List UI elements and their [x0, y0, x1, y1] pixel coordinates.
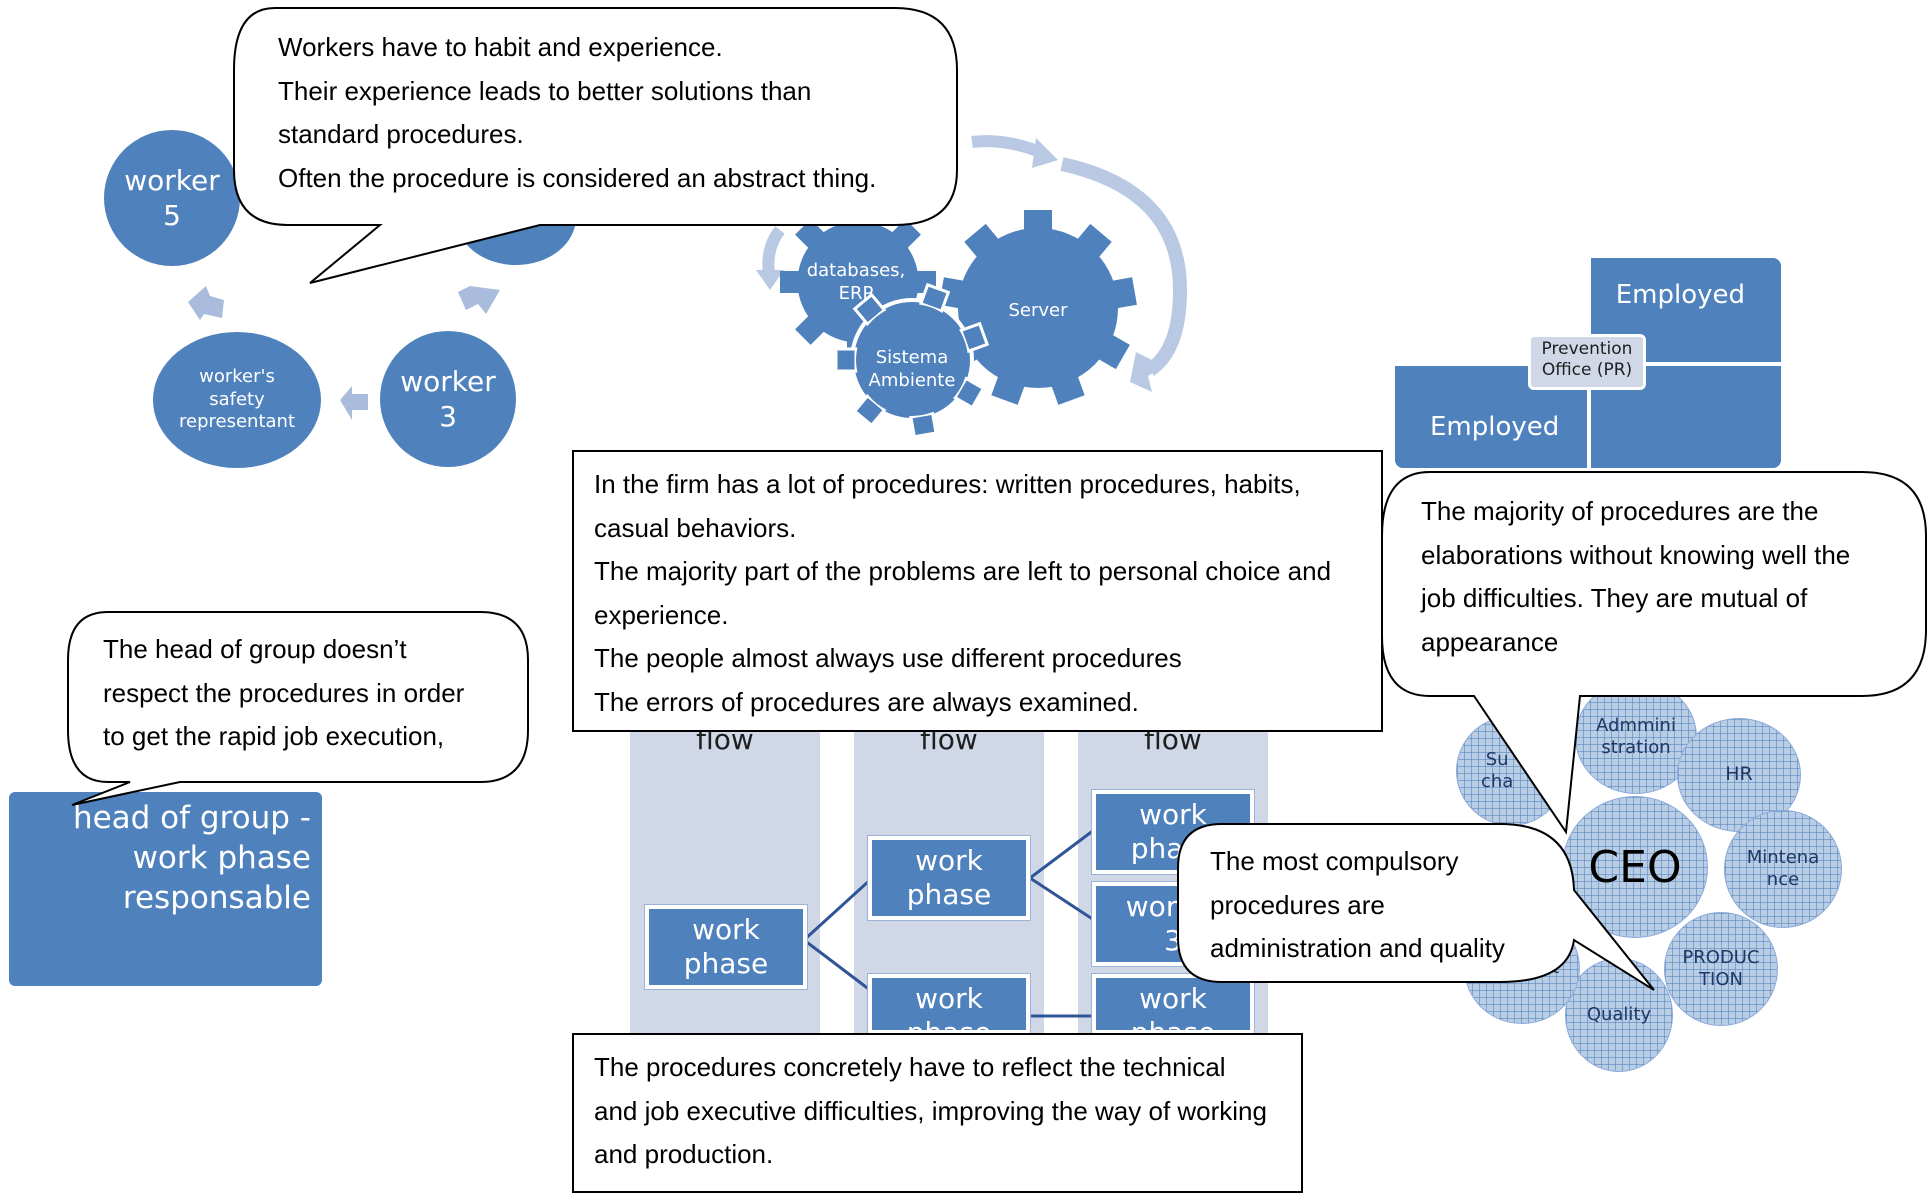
bottom-box-line-1: The procedures concretely have to reflec…: [594, 1052, 1226, 1082]
arrow-left: [340, 386, 368, 420]
maintenance-circle: Mintena nce: [1724, 810, 1842, 928]
employed-bottom-label: Employed: [1430, 412, 1560, 442]
gear-label-sistema: Sistema Ambiente: [868, 347, 956, 392]
top-bubble-shape: [233, 7, 958, 284]
top-bubble-line-1: Workers have to habit and experience.: [278, 32, 723, 62]
majority-bubble-line-3: job difficulties. They are mutual of: [1421, 583, 1808, 613]
firm-box-line-2: casual behaviors.: [594, 512, 797, 543]
safety-representant-node: worker's safety representant: [153, 332, 321, 468]
work-phase-3-bottom: work phase 3: [1092, 974, 1254, 1034]
head-bubble-text: The head of group doesn’t respect the pr…: [103, 628, 464, 759]
firm-procedures-box: In the firm has a lot of procedures: wri…: [572, 450, 1383, 732]
cycle-arrows: [188, 286, 500, 420]
cycle-arrow-right-head: [1130, 352, 1164, 392]
worker-3-node: worker 3: [380, 331, 516, 467]
head-bubble-line-3: to get the rapid job execution,: [103, 721, 445, 751]
compulsory-bubble-text: The most compulsory procedures are admin…: [1210, 840, 1505, 971]
cycle-arrow-top-head: [1032, 138, 1058, 168]
compulsory-bubble-shape: [1177, 823, 1655, 991]
firm-box-line-4: experience.: [594, 599, 729, 630]
administration-circle: Admmini stration: [1575, 680, 1697, 794]
work-phase-1: work phase 1: [645, 905, 807, 989]
head-bubble-line-1: The head of group doesn’t: [103, 634, 407, 664]
worker-5-node: worker 5: [104, 130, 240, 266]
gears-diagram: [756, 135, 1188, 439]
head-of-group-label: head of group - work phase responsable: [72, 800, 311, 916]
majority-bubble-text: The majority of procedures are the elabo…: [1421, 490, 1850, 664]
ceo-circle: CEO: [1562, 796, 1708, 938]
gear-label-databases: databases, ERP: [806, 260, 906, 304]
quality-circle: Quality: [1565, 958, 1673, 1072]
employed-bottom-block: Employed: [1395, 366, 1587, 468]
majority-bubble-line-4: appearance: [1421, 626, 1559, 657]
head-bubble-shape: [67, 611, 529, 806]
bottom-box-line-2: and job executive difficulties, improvin…: [594, 1095, 1267, 1126]
work-phase-2-bottom: work phase 2: [868, 974, 1030, 1034]
compulsory-bubble-line-2: procedures are: [1210, 889, 1385, 920]
compulsory-bubble-line-3: administration and quality: [1210, 933, 1505, 963]
arrow-down-right: [458, 286, 500, 314]
head-of-group-box: head of group - work phase responsable: [9, 792, 322, 986]
cycle-arrow-top: [971, 135, 1043, 158]
firm-box-line-6: The errors of procedures are always exam…: [594, 686, 1139, 717]
majority-bubble-line-2: elaborations without knowing well the: [1421, 539, 1851, 570]
top-bubble-line-4: Often the procedure is considered an abs…: [278, 162, 877, 193]
firm-box-line-3: The majority part of the problems are le…: [594, 556, 1332, 586]
head-bubble-line-2: respect the procedures in order: [103, 677, 465, 708]
bottom-box-line-3: and production.: [594, 1139, 774, 1169]
employed-top-label: Employed: [1615, 280, 1745, 310]
majority-bubble-line-1: The majority of procedures are the: [1421, 496, 1819, 526]
production-circle: PRODUC TION: [1664, 912, 1778, 1026]
workflow-connectors: [802, 828, 1095, 1018]
gear-sistema-ambiente: [834, 282, 990, 439]
cycle-arrow-right: [1060, 157, 1188, 376]
work-phase-2-top: work phase 2: [868, 836, 1030, 920]
compulsory-bubble-line-1: The most compulsory: [1210, 846, 1459, 876]
cycle-arrow-left-head: [756, 270, 784, 290]
bottom-conclusion-box: The procedures concretely have to reflec…: [572, 1033, 1303, 1193]
top-bubble-text: Workers have to habit and experience. Th…: [278, 26, 876, 200]
prevention-office-box: Prevention Office (PR): [1528, 334, 1646, 390]
top-bubble-line-2: Their experience leads to better solutio…: [278, 75, 812, 106]
top-bubble-line-3: standard procedures.: [278, 119, 524, 149]
firm-box-line-1: In the firm has a lot of procedures: wri…: [594, 469, 1301, 499]
majority-bubble-shape: [1381, 471, 1927, 835]
arrow-up-left: [188, 286, 224, 320]
firm-box-line-5: The people almost always use different p…: [594, 643, 1182, 673]
gear-label-server: Server: [1008, 300, 1068, 321]
